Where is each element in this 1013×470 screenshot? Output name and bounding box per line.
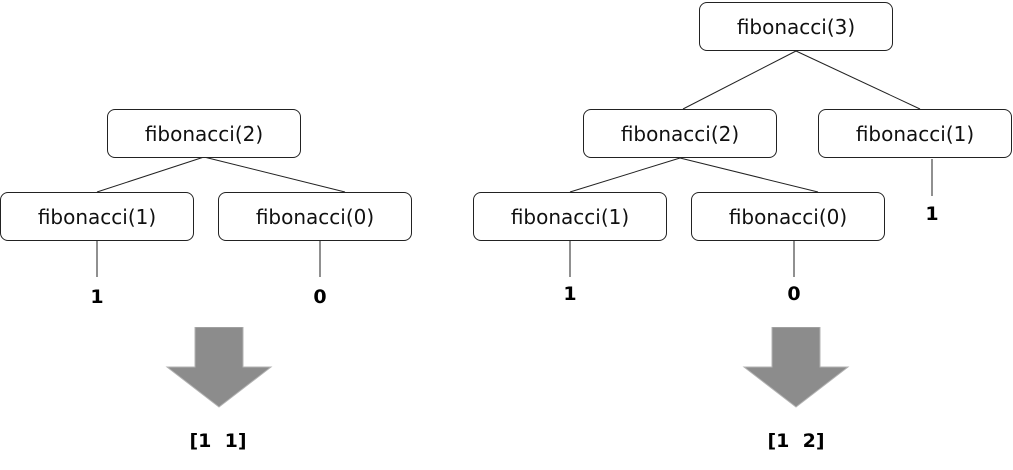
edge-right-root-to-fib1 [795, 50, 921, 110]
value-right-fibonacci-0-leaf: 0 [787, 283, 801, 305]
edge-right-fib2-to-fib1 [569, 157, 681, 193]
node-right-fibonacci-1-mid: fibonacci(1) [818, 109, 1012, 158]
value-left-fibonacci-0: 0 [313, 286, 327, 308]
node-right-fibonacci-1-leaf: fibonacci(1) [473, 192, 667, 241]
node-left-fibonacci-0: fibonacci(0) [218, 192, 412, 241]
value-right-fibonacci-1-leaf: 1 [563, 283, 577, 305]
result-right: [1 2] [767, 430, 825, 452]
value-right-fibonacci-1-mid: 1 [925, 203, 939, 225]
edge-right-fib2-to-fib0 [679, 157, 819, 193]
edge-right-root-to-fib2 [682, 50, 797, 110]
node-left-fibonacci-2: fibonacci(2) [107, 109, 301, 158]
result-left: [1 1] [189, 430, 247, 452]
node-right-fibonacci-0-leaf: fibonacci(0) [691, 192, 885, 241]
edge-left-root-to-fib0 [203, 156, 346, 193]
down-arrow-icon-right [742, 327, 850, 408]
value-left-fibonacci-1: 1 [90, 286, 104, 308]
node-right-fibonacci-2: fibonacci(2) [583, 109, 777, 158]
node-left-fibonacci-1: fibonacci(1) [0, 192, 194, 241]
node-right-fibonacci-3: fibonacci(3) [699, 2, 893, 51]
edge-left-root-to-fib1 [96, 156, 205, 193]
down-arrow-icon-left [165, 327, 273, 408]
